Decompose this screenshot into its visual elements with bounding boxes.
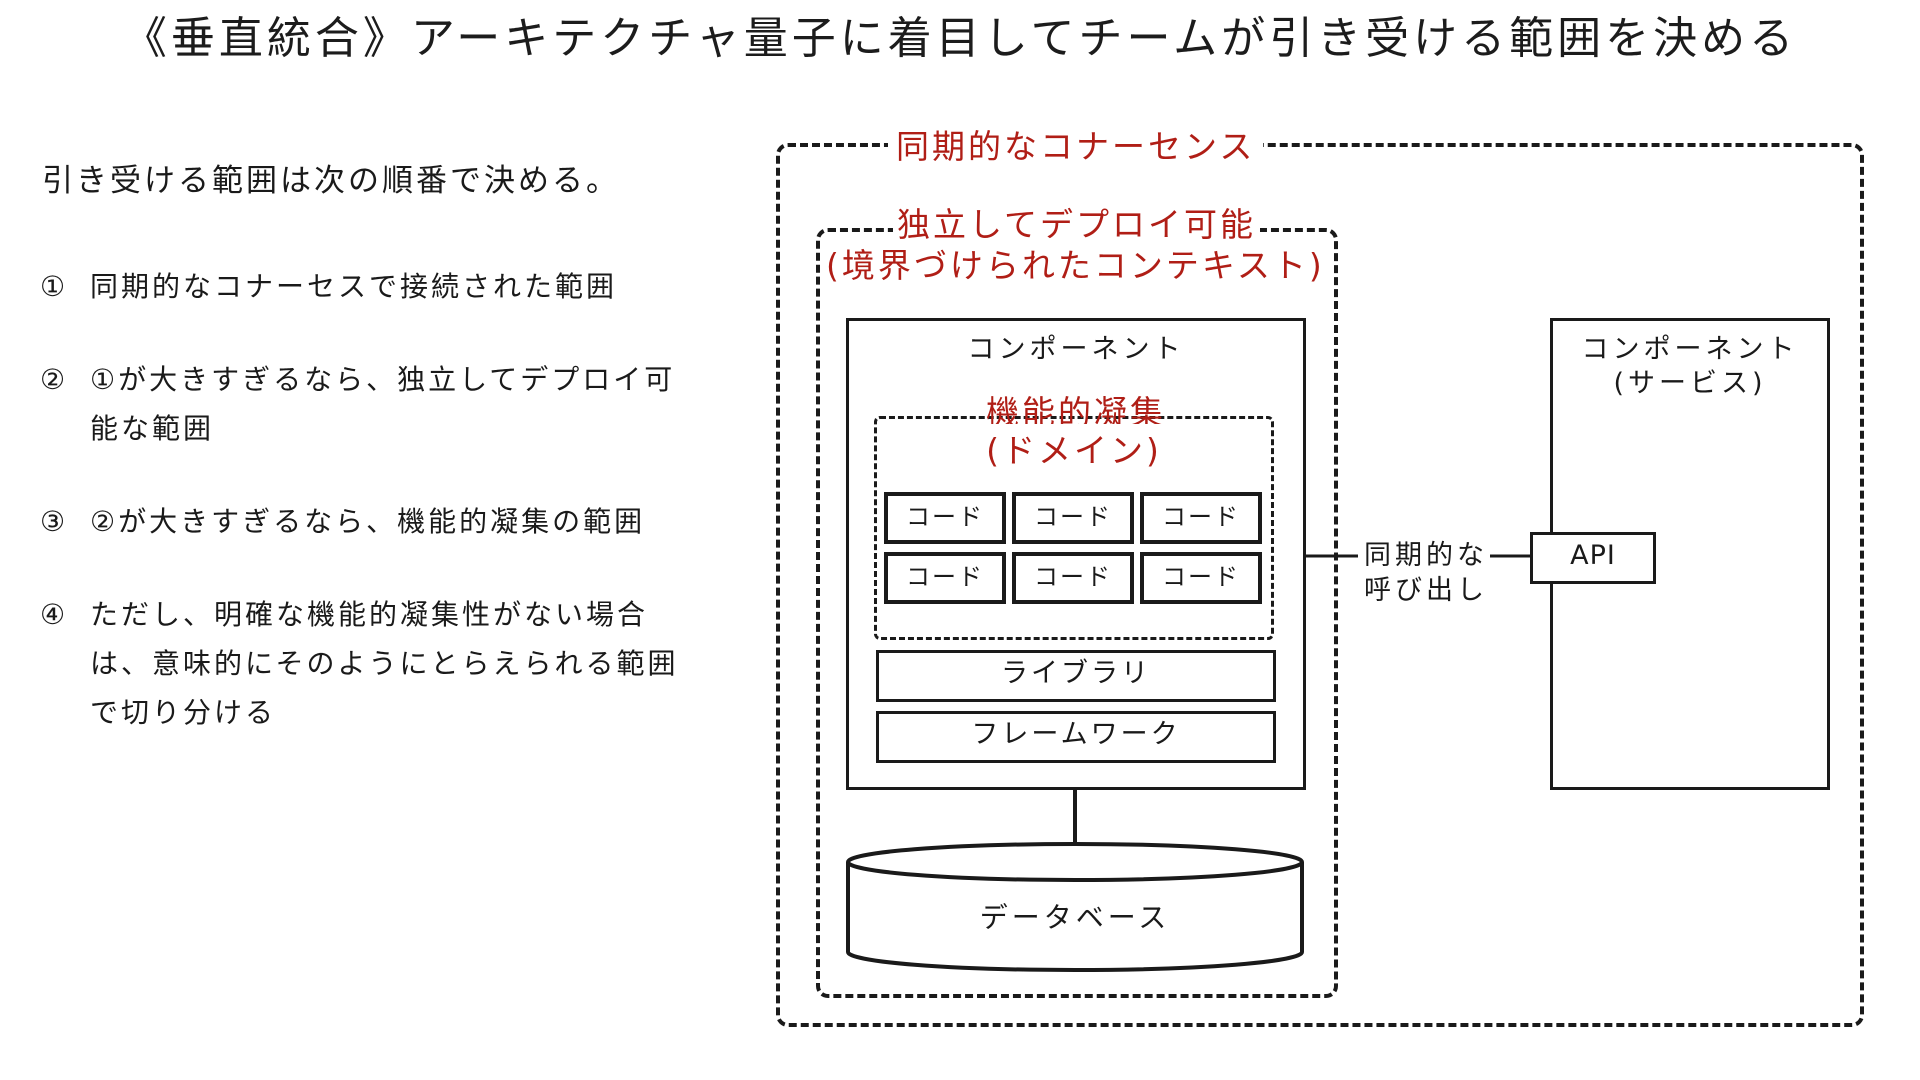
deployable-label-line1: 独立してデプロイ可能 (893, 198, 1261, 246)
step-number: ④ (40, 598, 69, 631)
step-text: ただし、明確な機能的凝集性がない場合 (90, 598, 649, 631)
sync-call-label-line2: 呼び出し (1364, 575, 1488, 606)
step-number: ② (40, 363, 69, 396)
step-item: ④ ただし、明確な機能的凝集性がない場合 は、意味的にそのようにとらえられる範囲… (40, 590, 720, 737)
service-label-line2: (サービス) (1613, 368, 1767, 399)
page-title: 《垂直統合》アーキテクチャ量子に着目してチームが引き受ける範囲を決める (122, 13, 1798, 64)
step-item: ③ ②が大きすぎるなら、機能的凝集の範囲 (40, 497, 720, 546)
step-item: ② ①が大きすぎるなら、独立してデプロイ可 能な範囲 (40, 355, 720, 453)
code-block: コード (1140, 492, 1262, 544)
sync-connascence-label: 同期的なコナーセンス (888, 120, 1264, 168)
code-block: コード (884, 492, 1006, 544)
database-label: データベース (979, 901, 1171, 934)
functional-cohesion-boundary (874, 416, 1274, 640)
step-text: で切り分ける (90, 696, 277, 729)
code-block: コード (884, 552, 1006, 604)
code-block: コード (1012, 552, 1134, 604)
api-box: API (1530, 532, 1656, 584)
deployable-label-line2: (境界づけられたコンテキスト) (824, 239, 1327, 287)
code-block: コード (1140, 552, 1262, 604)
step-item: ① 同期的なコナーセスで接続された範囲 (40, 262, 720, 311)
library-bar: ライブラリ (876, 650, 1276, 702)
framework-bar: フレームワーク (876, 711, 1276, 763)
steps-list: ① 同期的なコナーセスで接続された範囲 ② ①が大きすぎるなら、独立してデプロイ… (40, 262, 720, 781)
step-number: ① (40, 270, 69, 303)
sync-call-label-line1: 同期的な (1364, 540, 1488, 571)
sync-connascence-boundary (776, 143, 1864, 1027)
service-label-line1: コンポーネント (1581, 334, 1799, 365)
step-text: 同期的なコナーセスで接続された範囲 (90, 270, 618, 303)
code-block: コード (1012, 492, 1134, 544)
step-text: ②が大きすぎるなら、機能的凝集の範囲 (90, 505, 646, 538)
step-number: ③ (40, 505, 69, 538)
component-label: コンポーネント (967, 334, 1185, 365)
step-text: は、意味的にそのようにとらえられる範囲 (90, 647, 679, 680)
step-text: ①が大きすぎるなら、独立してデプロイ可 (90, 363, 676, 396)
cohesion-label-line2: (ドメイン) (974, 424, 1174, 472)
step-text: 能な範囲 (90, 412, 215, 445)
intro-text: 引き受ける範囲は次の順番で決める。 (42, 163, 620, 199)
